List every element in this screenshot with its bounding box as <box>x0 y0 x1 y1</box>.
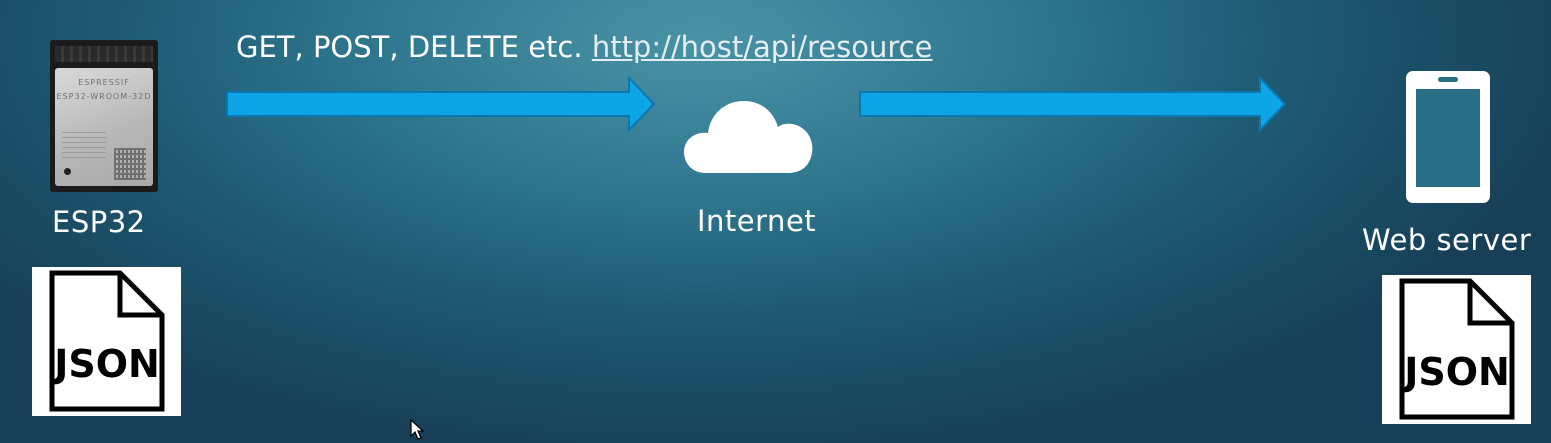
http-methods-text: GET, POST, DELETE etc. <box>236 30 583 64</box>
json-document-icon: JSON <box>49 270 165 412</box>
json-document-right: JSON <box>1382 275 1531 424</box>
chip-brand-text: ESPRESSIF <box>78 78 130 87</box>
chip-qr-code <box>114 148 146 180</box>
request-arrow-left <box>226 76 656 132</box>
esp32-module-image: ESPRESSIF ESP32-WROOM-32D <box>50 40 158 192</box>
cloud-icon <box>684 101 813 173</box>
chip-model-text: ESP32-WROOM-32D <box>56 92 152 101</box>
mouse-pointer-icon <box>410 419 424 440</box>
json-doc-label-right: JSON <box>1401 350 1510 394</box>
chip-fine-print <box>62 132 106 158</box>
json-document-icon: JSON <box>1399 278 1515 420</box>
chip-pin1-dot <box>64 168 71 175</box>
api-url-link[interactable]: http://host/api/resource <box>591 30 933 64</box>
internet-label: Internet <box>697 204 817 238</box>
json-document-left: JSON <box>32 267 181 416</box>
web-server-label: Web server <box>1362 223 1532 257</box>
json-doc-label-left: JSON <box>51 342 160 386</box>
request-arrow-right <box>859 76 1287 132</box>
chip-antenna-trace <box>55 46 153 62</box>
request-description: GET, POST, DELETE etc. http://host/api/r… <box>236 30 932 64</box>
phone-icon <box>1406 71 1490 203</box>
esp32-label: ESP32 <box>52 205 146 239</box>
